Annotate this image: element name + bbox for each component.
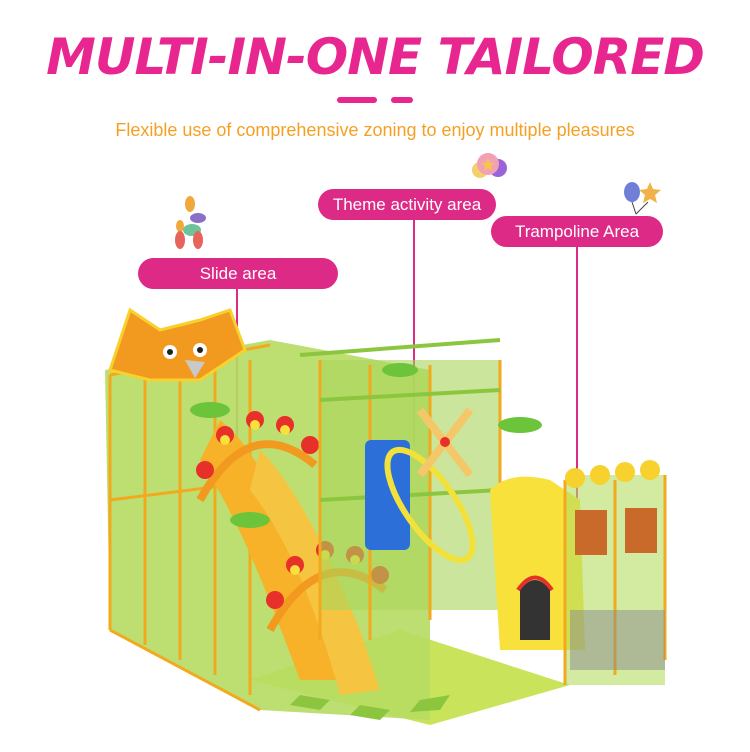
label-slide-area-text: Slide area bbox=[199, 264, 277, 283]
playground-illustration bbox=[105, 307, 667, 725]
label-trampoline-area: Trampoline Area bbox=[491, 216, 663, 247]
label-theme-activity-area: Theme activity area bbox=[318, 189, 496, 220]
page-title: MULTI-IN-ONE TAILORED bbox=[46, 28, 705, 86]
title-divider-long bbox=[337, 97, 377, 103]
leader-line-theme bbox=[413, 220, 415, 446]
label-slide-area: Slide area bbox=[138, 258, 338, 289]
label-theme-activity-area-text: Theme activity area bbox=[332, 195, 482, 214]
label-trampoline-area-text: Trampoline Area bbox=[514, 222, 640, 241]
balloons-icon bbox=[472, 153, 507, 178]
subtitle: Flexible use of comprehensive zoning to … bbox=[115, 120, 635, 140]
title-divider-short bbox=[391, 97, 413, 103]
balloons-star-icon bbox=[624, 182, 661, 215]
leader-line-trampoline bbox=[576, 247, 578, 509]
balloon-dog-icon bbox=[175, 196, 206, 249]
